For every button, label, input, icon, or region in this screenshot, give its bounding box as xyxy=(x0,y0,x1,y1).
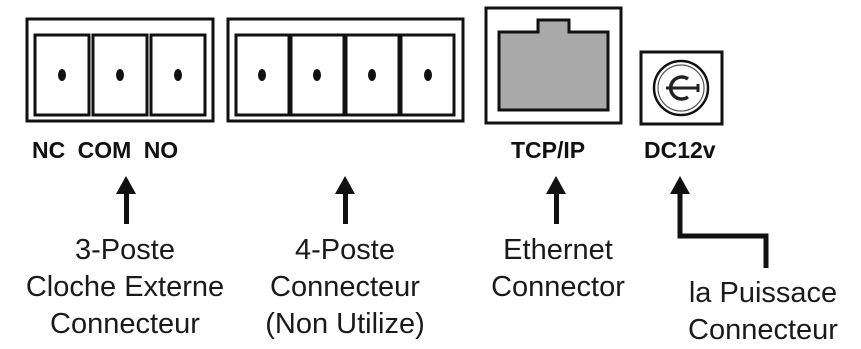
pin-label-com: COM xyxy=(77,137,132,163)
dc-barrel-jack-icon xyxy=(639,50,724,126)
arrow-up-icon xyxy=(546,176,566,224)
terminal-block-3-icon xyxy=(25,17,215,123)
pin-label-no: NO xyxy=(143,137,179,163)
caption-relay: 3-Poste Cloche Externe Connecteur xyxy=(25,234,225,340)
caption-ethernet: Ethernet Connector xyxy=(491,234,625,303)
terminal-block-4-icon xyxy=(226,17,465,123)
arrow-up-icon xyxy=(116,176,136,224)
tcpip-label: TCP/IP xyxy=(511,137,586,163)
arrow-up-icon xyxy=(670,176,769,268)
arrow-up-icon xyxy=(335,176,355,224)
rj45-jack-icon xyxy=(484,6,623,125)
caption-power: la Puissace Connecteur xyxy=(688,277,838,346)
caption-4pin: 4-Poste Connecteur (Non Utilize) xyxy=(265,234,425,340)
pin-label-nc: NC xyxy=(32,137,66,163)
dc-label: DC12v xyxy=(644,137,716,163)
